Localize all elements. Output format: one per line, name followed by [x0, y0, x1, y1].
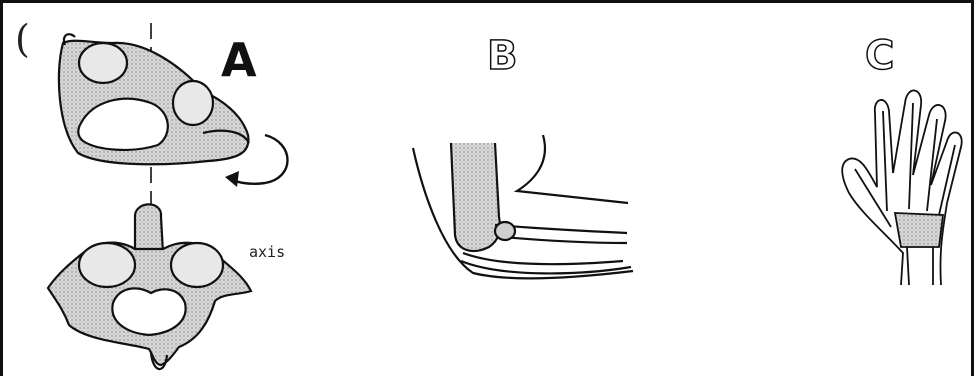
panel-a-mark: (	[15, 17, 30, 61]
panel-a-label: A	[221, 33, 257, 87]
elbow-joint-drawing	[413, 135, 633, 278]
hand-skeleton-drawing	[842, 90, 961, 285]
axis-annotation: axis	[249, 243, 285, 261]
axis-vertebra-drawing	[48, 204, 251, 369]
panel-b-label: B	[487, 33, 518, 79]
panel-c-label: C	[865, 33, 894, 79]
